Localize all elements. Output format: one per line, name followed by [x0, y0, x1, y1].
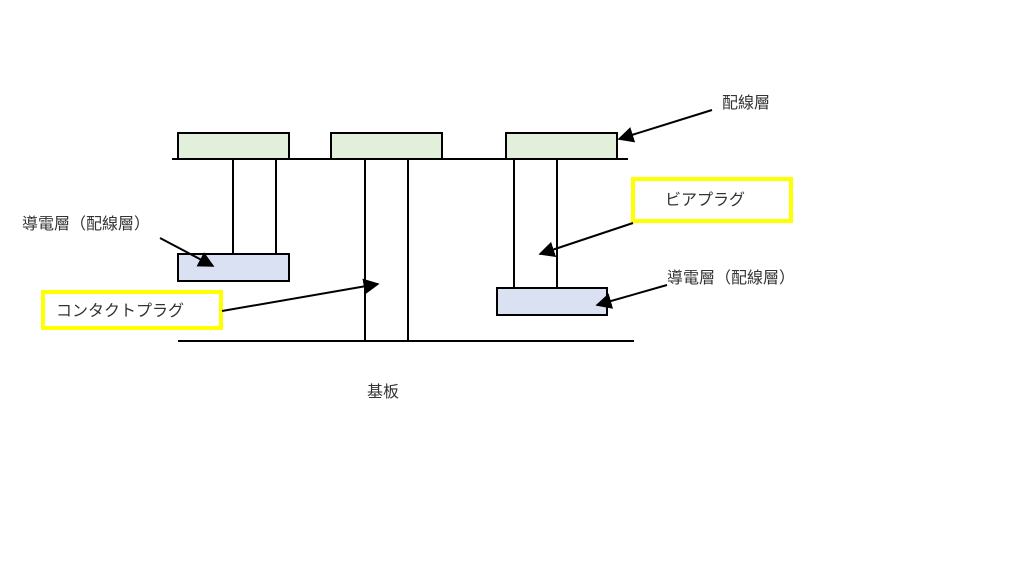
arrow-conductive-left — [159, 237, 215, 267]
contact-plug-highlight-box — [41, 290, 223, 330]
label-contact-plug: コンタクトプラグ — [56, 301, 184, 320]
via-plug-left — [232, 158, 277, 255]
arrow-wiring-layer — [617, 109, 713, 143]
arrow-contact-plug — [221, 278, 380, 312]
wiring-pad-left — [177, 132, 290, 160]
via-plug-right — [513, 158, 558, 289]
wiring-pad-center — [330, 132, 443, 160]
conductive-layer-left — [177, 253, 290, 282]
label-conductive-layer-right: 導電層（配線層） — [667, 268, 795, 287]
label-wiring-layer: 配線層 — [722, 93, 770, 112]
wiring-pad-right — [505, 132, 618, 160]
via-plug-highlight-box — [631, 177, 793, 223]
contact-plug — [364, 158, 409, 342]
label-substrate: 基板 — [367, 382, 399, 401]
arrow-conductive-right — [595, 284, 668, 309]
conductive-layer-right — [496, 287, 608, 316]
arrow-via-plug — [538, 222, 634, 258]
label-via-plug: ビアプラグ — [665, 190, 745, 209]
label-conductive-layer-left: 導電層（配線層） — [22, 214, 150, 233]
